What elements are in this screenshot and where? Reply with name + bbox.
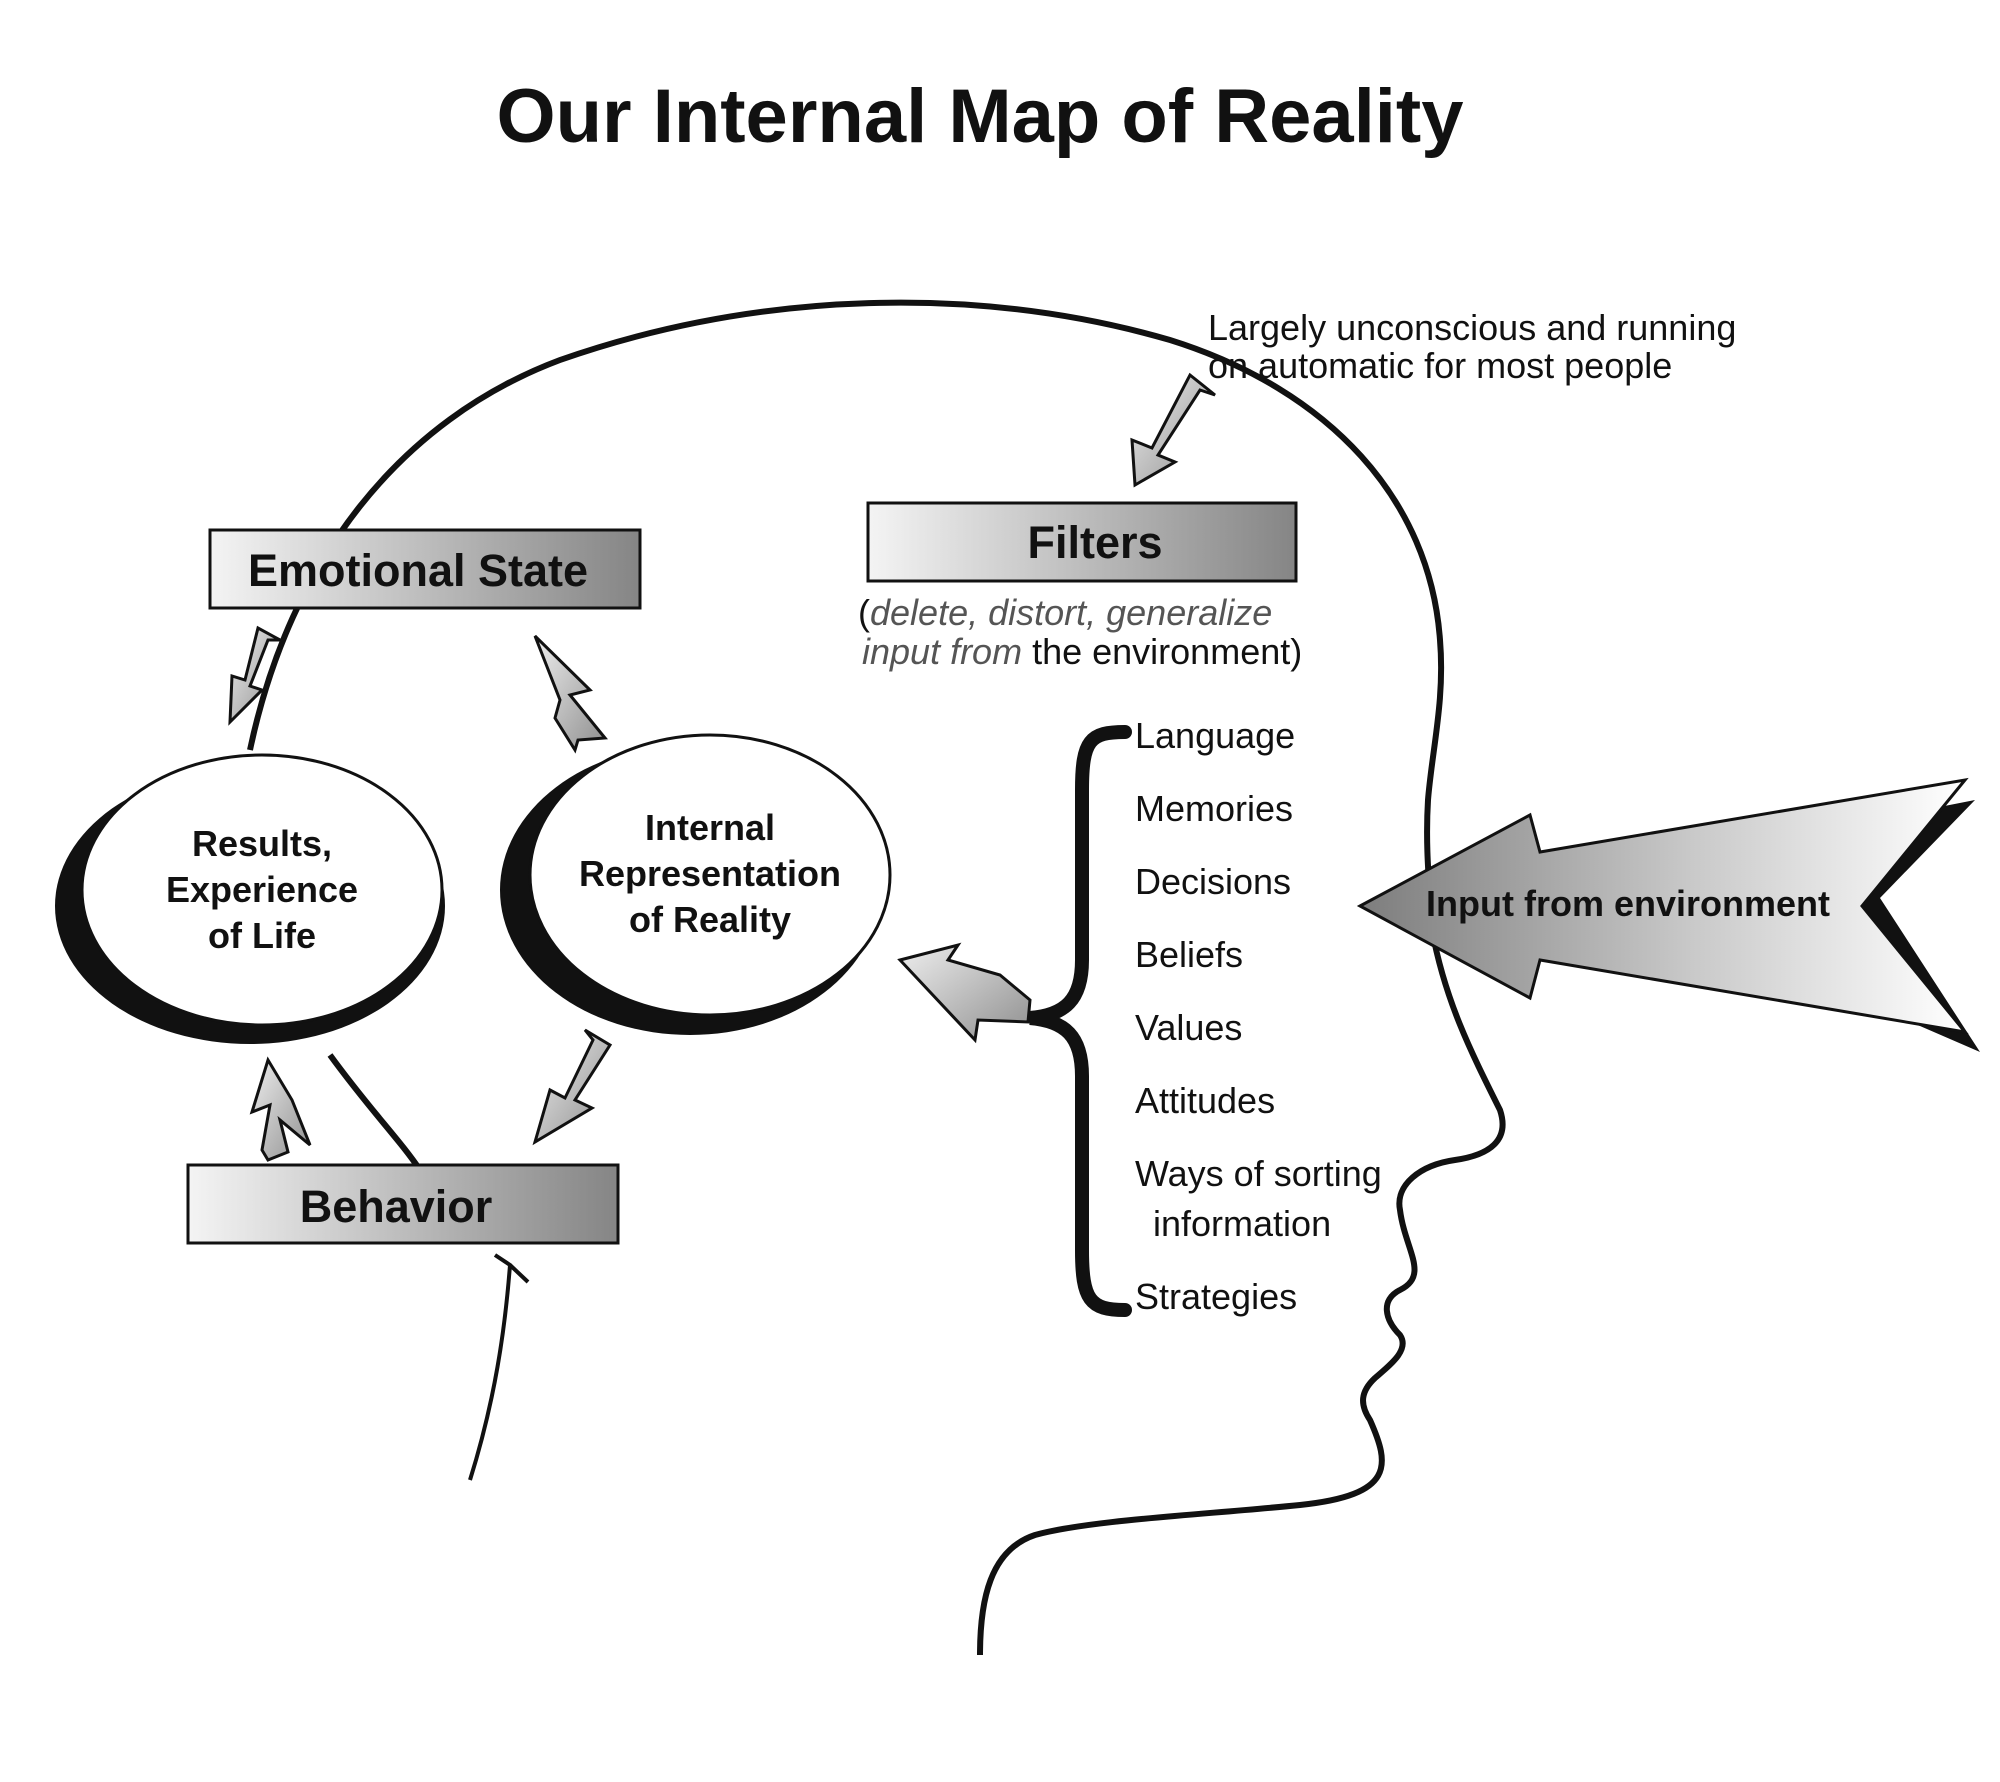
- input-arrow: [1356, 777, 1969, 1035]
- results-oval-line2: Experience: [166, 869, 358, 910]
- filters-caption-line1: (delete, distort, generalize: [858, 592, 1272, 633]
- filters-to-internal-arrow: [897, 942, 1032, 1044]
- filter-list-item-attitudes: Attitudes: [1135, 1080, 1275, 1121]
- emotional-state-box: [208, 528, 642, 610]
- results-oval-line3: of Life: [208, 915, 316, 956]
- filters-caption-line2: input from the environment): [862, 631, 1302, 672]
- filter-list-item-beliefs: Beliefs: [1135, 934, 1243, 975]
- filter-list-item-values: Values: [1135, 1007, 1242, 1048]
- neck-back-outline: [327, 1053, 423, 1172]
- neck-front-outline: [468, 1253, 530, 1481]
- results-oval: [80, 753, 444, 1027]
- internal-oval-line1: Internal: [645, 807, 775, 848]
- diagram-title: Our Internal Map of Reality: [496, 74, 1463, 159]
- internal-to-emotional-arrow: [533, 634, 608, 754]
- unconscious-note-line2: on automatic for most people: [1208, 345, 1672, 386]
- internal-to-behavior-arrow: [532, 1028, 613, 1146]
- input-arrow-label: Input from environment: [1426, 883, 1830, 924]
- filters-note-arrow: [1130, 372, 1216, 488]
- filters-box: [866, 501, 1298, 583]
- filter-list-item-information: information: [1153, 1203, 1331, 1244]
- filters-caption-normal: the environment): [1022, 631, 1302, 672]
- filters-label: Filters: [1027, 517, 1162, 568]
- filters-caption-italic-2: input from: [862, 631, 1022, 672]
- filter-list-item-strategies: Strategies: [1135, 1276, 1297, 1317]
- results-oval-line1: Results,: [192, 823, 332, 864]
- internal-oval-line3: of Reality: [629, 899, 791, 940]
- emotional-to-results-arrow: [228, 625, 281, 726]
- internal-oval: [528, 733, 892, 1017]
- unconscious-note-line1: Largely unconscious and running: [1208, 307, 1736, 348]
- filter-list-item-memories: Memories: [1135, 788, 1293, 829]
- filters-caption-italic-1: delete, distort, generalize: [870, 592, 1272, 633]
- filter-list-item-ways-of-sorting: Ways of sorting: [1135, 1153, 1382, 1194]
- filter-list-item-decisions: Decisions: [1135, 861, 1291, 902]
- filter-list-brace: [1029, 725, 1132, 1317]
- behavior-to-results-arrow: [249, 1056, 312, 1162]
- behavior-box: [186, 1163, 620, 1245]
- internal-oval-line2: Representation: [579, 853, 841, 894]
- head-outline: [247, 299, 1506, 1656]
- emotional-state-label: Emotional State: [248, 545, 588, 596]
- behavior-label: Behavior: [300, 1181, 493, 1232]
- filter-list-item-language: Language: [1135, 715, 1295, 756]
